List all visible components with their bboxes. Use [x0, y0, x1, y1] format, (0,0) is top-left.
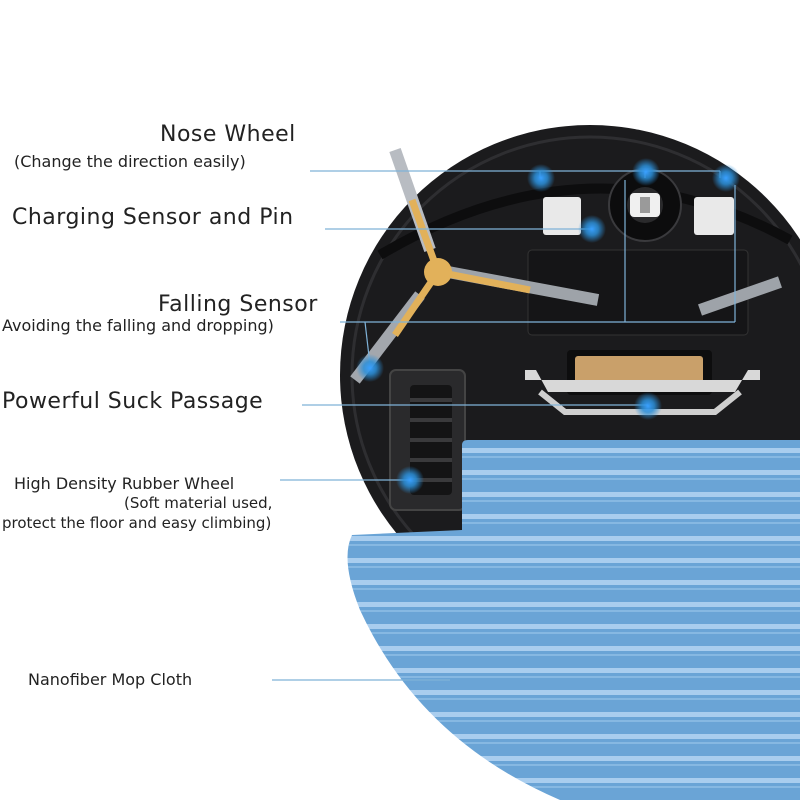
- label-mop-cloth: Nanofiber Mop Cloth: [28, 672, 192, 688]
- label-suck-passage: Powerful Suck Passage: [2, 391, 263, 413]
- label-falling-sensor-sub: Avoiding the falling and dropping): [2, 318, 274, 334]
- label-charging-sensor: Charging Sensor and Pin: [12, 207, 294, 229]
- label-nose-wheel: Nose Wheel: [160, 124, 296, 146]
- label-rubber-wheel-sub1: (Soft material used,: [124, 496, 272, 511]
- label-rubber-wheel-sub2: protect the floor and easy climbing): [2, 516, 271, 531]
- label-nose-wheel-sub: (Change the direction easily): [14, 154, 246, 170]
- label-falling-sensor: Falling Sensor: [158, 294, 318, 316]
- label-rubber-wheel: High Density Rubber Wheel: [14, 476, 234, 492]
- cliff-sensor-right: [694, 197, 734, 235]
